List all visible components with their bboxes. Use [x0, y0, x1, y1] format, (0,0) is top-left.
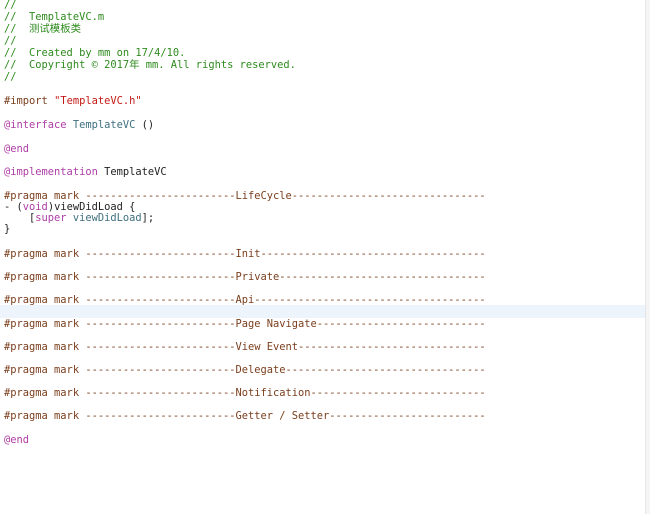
interface-keyword: @interface [4, 119, 67, 131]
method-name: )viewDidLoad { [47, 201, 136, 213]
pragma-mark-init: #pragma mark ------------------------Ini… [4, 248, 486, 260]
interface-class-name: TemplateVC [72, 119, 136, 131]
interface-line: @interface TemplateVC () [4, 119, 644, 131]
super-keyword: super [35, 212, 67, 224]
code-line: // [4, 0, 17, 11]
void-keyword: void [22, 201, 48, 213]
bracket-open: [ [4, 212, 36, 224]
code-line: // [4, 71, 17, 83]
import-line: #import "TemplateVC.h" [4, 95, 644, 107]
method-signature-line: - (void)viewDidLoad { [4, 201, 644, 213]
pragma-mark-view-event: #pragma mark ------------------------Vie… [4, 341, 486, 353]
current-line-highlight [0, 305, 645, 318]
super-call-line: [super viewDidLoad]; [4, 212, 644, 224]
end-keyword: @end [4, 434, 30, 446]
end-keyword: @end [4, 143, 30, 155]
pragma-mark-page-navigate: #pragma mark ------------------------Pag… [4, 318, 486, 330]
super-method: viewDidLoad [72, 212, 142, 224]
vertical-scrollbar[interactable] [645, 0, 650, 514]
implementation-line: @implementation TemplateVC [4, 166, 644, 178]
pragma-mark-lifecycle: #pragma mark ------------------------Lif… [4, 190, 486, 202]
implementation-keyword: @implementation [4, 166, 98, 178]
code-line: // Created by mm on 17/4/10. [4, 47, 186, 59]
code-line: // [4, 35, 17, 47]
closing-brace: } [4, 223, 11, 235]
code-line: // Copyright © 2017年 mm. All rights rese… [4, 59, 296, 71]
method-prefix: - ( [4, 201, 23, 213]
pragma-mark-private: #pragma mark ------------------------Pri… [4, 271, 486, 283]
bracket-close: ]; [141, 212, 155, 224]
pragma-mark-delegate: #pragma mark ------------------------Del… [4, 364, 486, 376]
pragma-mark-api: #pragma mark ------------------------Api… [4, 294, 486, 306]
import-directive: #import [4, 95, 48, 107]
pragma-mark-notification: #pragma mark ------------------------Not… [4, 387, 486, 399]
interface-extension: () [135, 119, 155, 131]
code-line: // TemplateVC.m [4, 11, 105, 23]
implementation-class-name: TemplateVC [104, 166, 167, 178]
code-line: // 测试模板类 [4, 23, 81, 35]
pragma-mark-getter-setter: #pragma mark ------------------------Get… [4, 410, 486, 422]
import-path: "TemplateVC.h" [54, 95, 142, 107]
